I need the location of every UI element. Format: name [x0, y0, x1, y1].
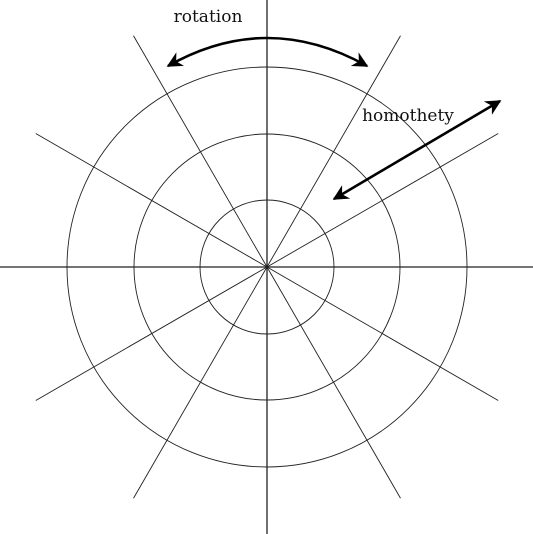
concentric-circle — [199, 199, 335, 335]
concentric-circle — [133, 133, 401, 401]
radial-line — [266, 266, 401, 499]
radial-line — [133, 266, 268, 499]
concentric-circle — [66, 66, 468, 468]
radial-line — [133, 35, 268, 268]
radial-line — [266, 35, 401, 268]
homothety-arrow — [332, 99, 502, 201]
radial-line — [35, 266, 268, 401]
radial-line — [266, 133, 499, 268]
concentric-circles — [66, 66, 468, 468]
radial-line — [35, 133, 268, 268]
radial-line — [266, 266, 499, 401]
homothety-label: homothety — [362, 106, 454, 126]
rotation-arrow — [166, 36, 369, 68]
rotation-label: rotation — [174, 7, 243, 27]
